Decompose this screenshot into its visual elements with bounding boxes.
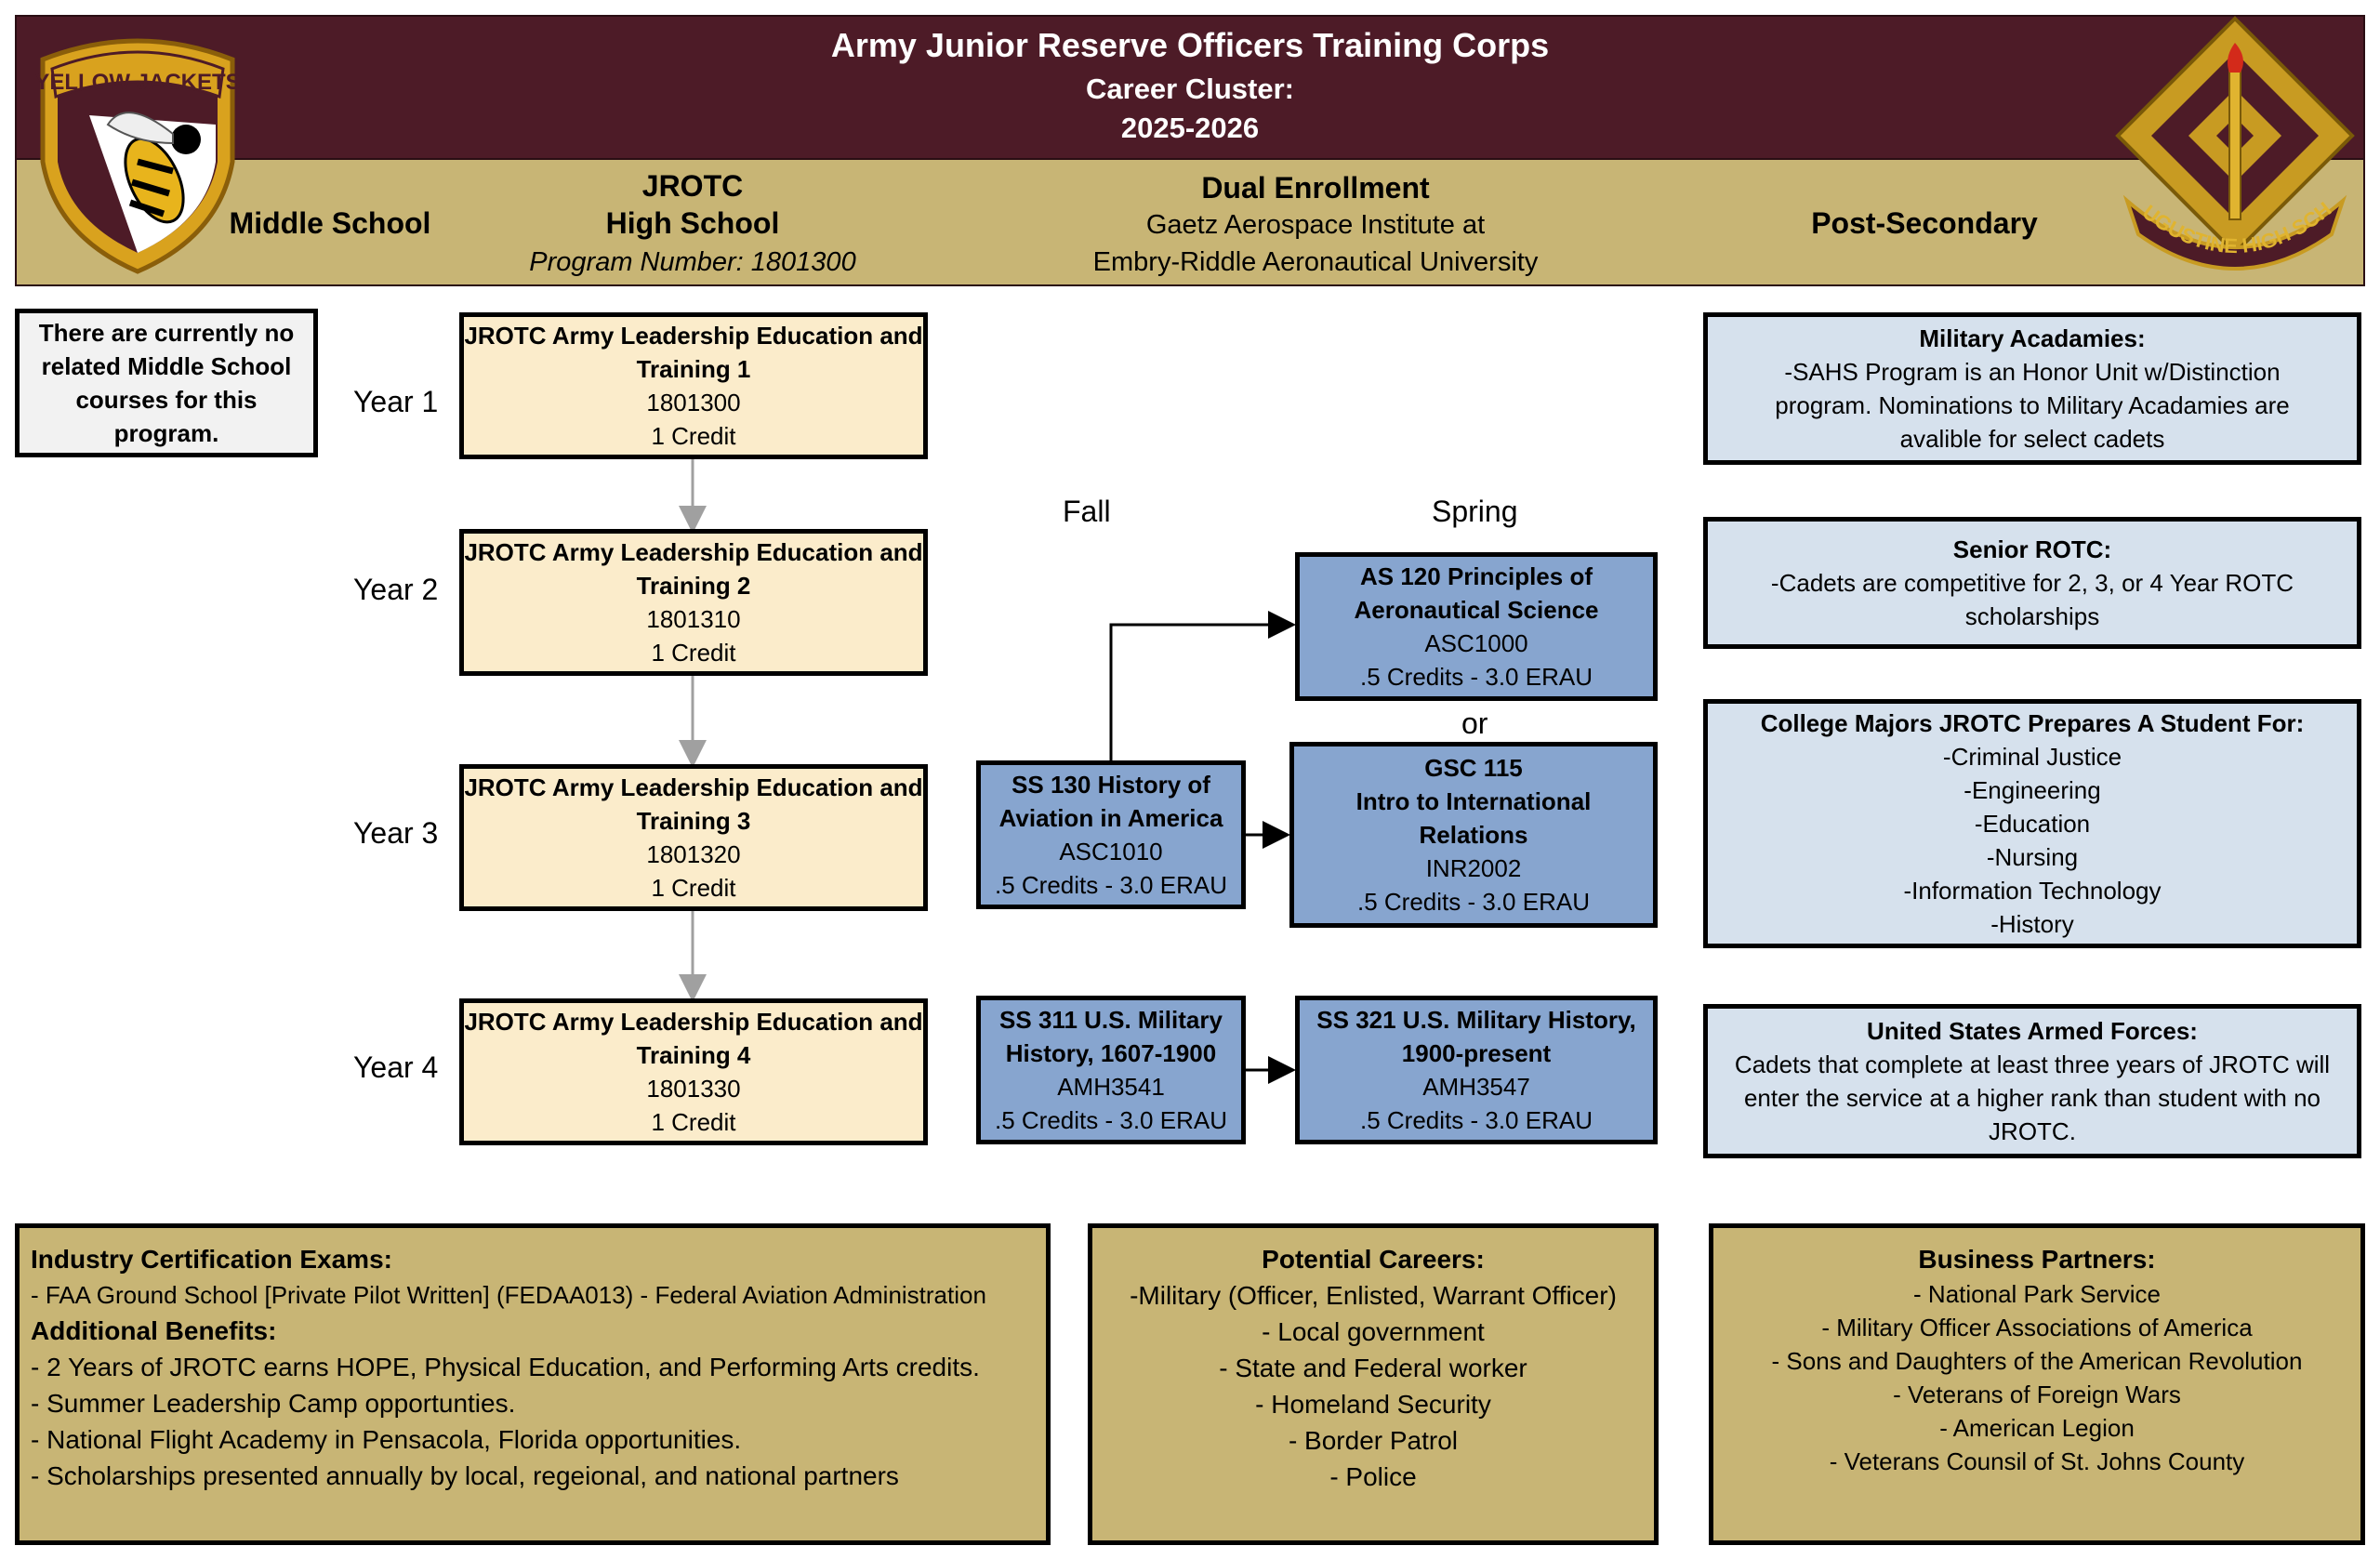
course-jrotc-3: JROTC Army Leadership Education and Trai… <box>459 764 928 911</box>
course-jrotc-1: JROTC Army Leadership Education and Trai… <box>459 312 928 459</box>
fall-label: Fall <box>1063 495 1111 528</box>
business-partners-box: Business Partners: - National Park Servi… <box>1709 1223 2365 1545</box>
or-label: or <box>1461 707 1488 740</box>
header-banner <box>15 15 2365 160</box>
course-jrotc-2: JROTC Army Leadership Education and Trai… <box>459 529 928 676</box>
school-year: 2025-2026 <box>1120 112 1260 144</box>
yellow-jacket-shield-icon: YELLOW JACKETS <box>33 22 242 275</box>
column-high-school-line2: High School <box>605 206 780 240</box>
page-subtitle: Career Cluster: <box>1086 73 1294 105</box>
left-logo-text: YELLOW JACKETS <box>34 70 240 95</box>
spring-label: Spring <box>1432 495 1518 528</box>
column-dual-enrollment: Dual Enrollment <box>1201 171 1430 205</box>
program-number: Program Number: 1801300 <box>529 247 856 277</box>
course-jrotc-4: JROTC Army Leadership Education and Trai… <box>459 998 928 1145</box>
year-2-label: Year 2 <box>353 573 439 606</box>
course-ss321: SS 321 U.S. Military History, 1900-prese… <box>1295 996 1658 1144</box>
post-college-majors: College Majors JROTC Prepares A Student … <box>1703 699 2361 948</box>
column-post-secondary: Post-Secondary <box>1811 206 2038 240</box>
course-gsc115: GSC 115 Intro to International Relations… <box>1289 742 1658 928</box>
year-3-label: Year 3 <box>353 816 439 850</box>
course-as120: AS 120 Principles of Aeronautical Scienc… <box>1295 552 1658 701</box>
post-military-academies: Military Acadamies: -SAHS Program is an … <box>1703 312 2361 465</box>
course-ss311: SS 311 U.S. Military History, 1607-1900 … <box>976 996 1246 1144</box>
column-header-band <box>15 160 2365 286</box>
potential-careers-box: Potential Careers: -Military (Officer, E… <box>1088 1223 1659 1545</box>
course-ss130: SS 130 History of Aviation in America AS… <box>976 760 1246 909</box>
post-senior-rotc: Senior ROTC: -Cadets are competitive for… <box>1703 517 2361 649</box>
arrow-ss130-as120 <box>1109 611 1296 760</box>
year-1-label: Year 1 <box>353 385 439 418</box>
column-high-school-line1: JROTC <box>641 169 744 203</box>
column-middle-school: Middle School <box>229 206 431 240</box>
page-title: Army Junior Reserve Officers Training Co… <box>830 26 1550 64</box>
post-armed-forces: United States Armed Forces: Cadets that … <box>1703 1004 2361 1158</box>
certifications-benefits-box: Industry Certification Exams: - FAA Grou… <box>15 1223 1051 1545</box>
dual-enrollment-line2: Embry-Riddle Aeronautical University <box>1092 247 1539 277</box>
army-crest-torch-icon: ST. AUGUSTINE HIGH SCHOOL <box>2100 0 2361 284</box>
middle-school-note: There are currently no related Middle Sc… <box>15 309 318 457</box>
year-4-label: Year 4 <box>353 1050 439 1084</box>
dual-enrollment-line1: Gaetz Aerospace Institute at <box>1145 210 1486 240</box>
